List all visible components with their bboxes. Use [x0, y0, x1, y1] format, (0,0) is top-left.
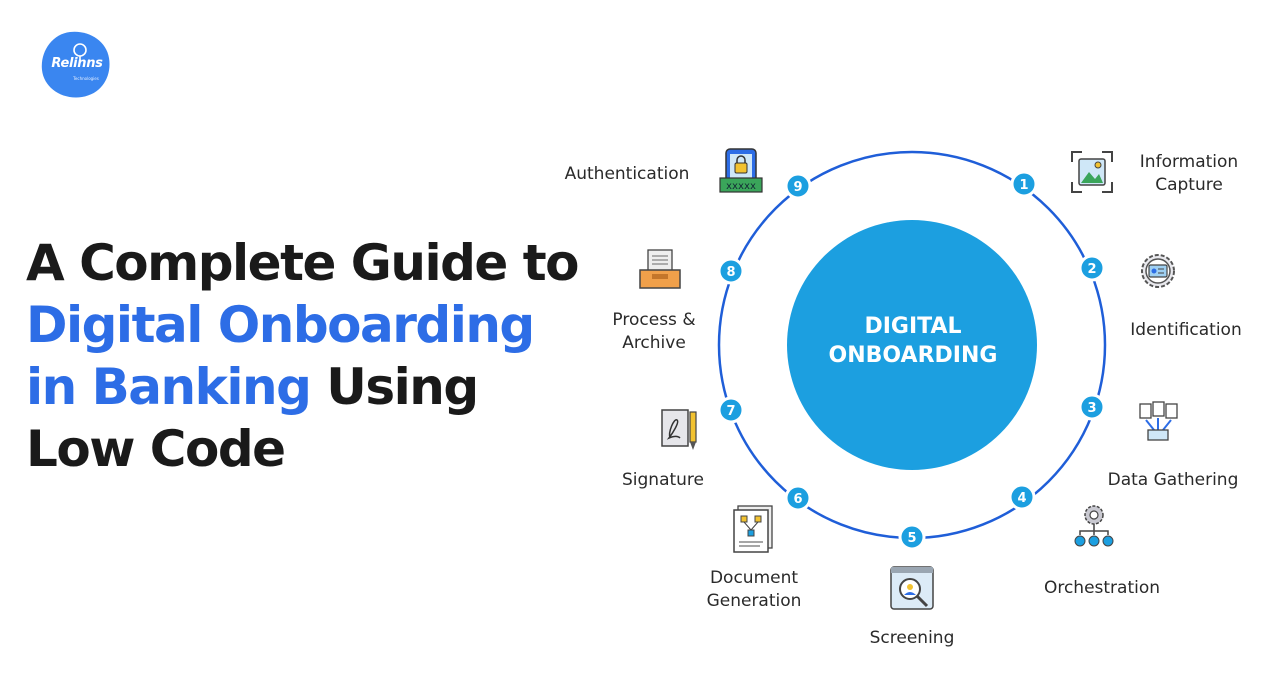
phone-lock-password-icon: xxxxx [719, 148, 763, 193]
step-badge-4: 4 [1008, 483, 1036, 511]
step-number-1: 1 [1019, 178, 1028, 193]
center-line-1: DIGITAL [864, 314, 962, 339]
step-label-9-line-1: Authentication [564, 164, 690, 184]
step-label-orchestration: Orchestration [1032, 577, 1172, 600]
step-label-5-line-1: Screening [869, 628, 955, 648]
step-label-7-line-1: Signature [621, 470, 704, 490]
step-number-5: 5 [907, 531, 916, 546]
step-label-information-capture: Information Capture [1124, 151, 1254, 197]
step-label-8-line-1: Process & [612, 310, 696, 330]
archive-tray-icon [639, 249, 681, 289]
brand-logo: Relinns Technologies [40, 30, 112, 98]
id-card-gear-icon [1141, 254, 1175, 288]
title-line-3: in Banking Using [26, 356, 586, 418]
step-badge-2: 2 [1078, 254, 1106, 282]
step-number-7: 7 [726, 404, 735, 419]
title-line-4: Low Code [26, 420, 286, 478]
photo-capture-icon [1071, 151, 1113, 193]
document-flowchart-icon [733, 505, 773, 553]
step-label-identification: Identification [1118, 319, 1254, 342]
logo-blob-icon [41, 31, 110, 98]
step-label-data-gathering: Data Gathering [1098, 469, 1248, 492]
step-label-document-generation: Document Generation [694, 567, 814, 613]
step-label-6-line-1: Document [709, 568, 799, 588]
logo-text: Relinns [51, 56, 103, 71]
step-number-2: 2 [1087, 262, 1096, 277]
step-badge-1: 1 [1010, 170, 1038, 198]
step-badge-8: 8 [717, 257, 745, 285]
step-number-8: 8 [726, 265, 735, 280]
step-number-6: 6 [793, 492, 802, 507]
svg-text:xxxxx: xxxxx [726, 181, 756, 192]
step-badge-7: 7 [717, 396, 745, 424]
center-line-2: ONBOARDING [828, 343, 998, 368]
title-line-3-rest: Using [310, 358, 479, 416]
step-number-3: 3 [1087, 401, 1096, 416]
step-label-6-line-2: Generation [706, 591, 802, 611]
step-label-screening: Screening [852, 627, 972, 650]
step-label-process-archive: Process & Archive [600, 309, 708, 355]
step-label-1-line-2: Capture [1155, 175, 1223, 195]
title-line-1: A Complete Guide to [26, 234, 579, 292]
gear-network-icon [1074, 505, 1114, 547]
step-label-8-line-2: Archive [622, 333, 686, 353]
magnify-profile-icon [890, 566, 934, 610]
step-badge-9: 9 [784, 172, 812, 200]
step-label-3-line-1: Data Gathering [1107, 470, 1239, 490]
step-label-1-line-1: Information [1139, 152, 1239, 172]
center-circle [787, 220, 1037, 470]
signature-pen-icon [661, 409, 697, 450]
page-title: A Complete Guide to Digital Onboarding i… [26, 232, 586, 480]
step-number-9: 9 [793, 180, 802, 195]
step-badge-6: 6 [784, 484, 812, 512]
step-number-4: 4 [1017, 491, 1026, 506]
center-title: DIGITAL ONBOARDING [788, 312, 1038, 370]
step-label-2-line-1: Identification [1130, 320, 1242, 340]
step-badge-5: 5 [898, 523, 926, 551]
step-badge-3: 3 [1078, 393, 1106, 421]
logo-subtext: Technologies [73, 76, 99, 81]
step-label-4-line-1: Orchestration [1043, 578, 1161, 598]
documents-merge-icon [1139, 401, 1178, 441]
title-line-2: Digital Onboarding [26, 296, 535, 354]
step-label-signature: Signature [610, 469, 716, 492]
step-label-authentication: Authentication [550, 163, 704, 186]
title-line-3-accent: in Banking [26, 358, 312, 416]
